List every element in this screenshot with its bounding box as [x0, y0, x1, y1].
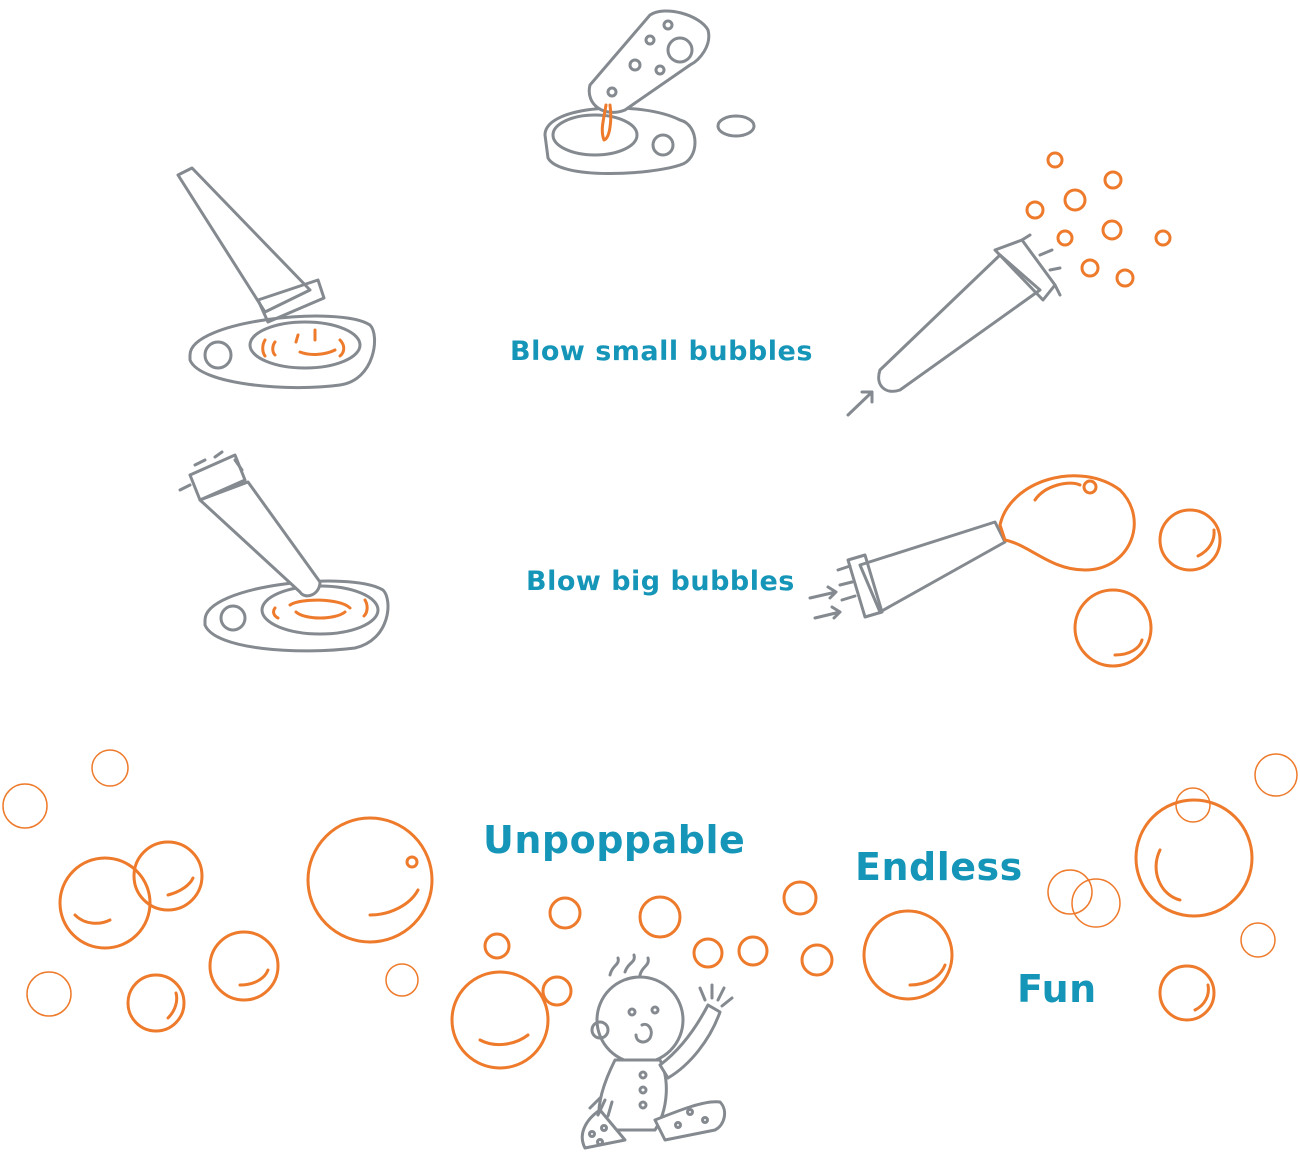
caption-endless: Endless — [855, 845, 1023, 889]
dip-wand-big-illustration — [178, 450, 390, 653]
wand-small — [176, 166, 312, 314]
tray-small — [188, 314, 377, 390]
wand-big — [198, 480, 322, 598]
caption-unpoppable: Unpoppable — [483, 818, 746, 862]
baby-arm-raised — [658, 1003, 722, 1080]
bottle-cap — [716, 114, 756, 138]
small-bubbles-group — [1025, 151, 1172, 288]
caption-blow-small-bubbles: Blow small bubbles — [510, 336, 813, 367]
wand-blow-small — [877, 253, 1042, 393]
pouring-liquid — [600, 103, 613, 142]
baby-head — [595, 975, 685, 1065]
baby-character — [580, 953, 734, 1150]
arrow-icon — [808, 585, 838, 600]
caption-blow-big-bubbles: Blow big bubbles — [526, 566, 795, 597]
dip-wand-small-illustration — [176, 166, 377, 390]
small-bubbles-wand-illustration — [846, 151, 1172, 417]
arrow-icon — [846, 390, 874, 417]
pour-solution-illustration — [543, 9, 756, 175]
big-bubble-attached — [998, 474, 1136, 572]
bubble-tray — [543, 106, 697, 175]
caption-fun: Fun — [1017, 967, 1097, 1011]
bubble-bottle — [587, 9, 711, 114]
big-bubbles-wand-illustration — [808, 474, 1222, 668]
arrow-icon — [813, 605, 842, 620]
floating-bubbles — [2, 749, 1298, 1070]
baby-leg-right — [653, 1100, 727, 1142]
wand-blow-big — [858, 520, 1007, 614]
